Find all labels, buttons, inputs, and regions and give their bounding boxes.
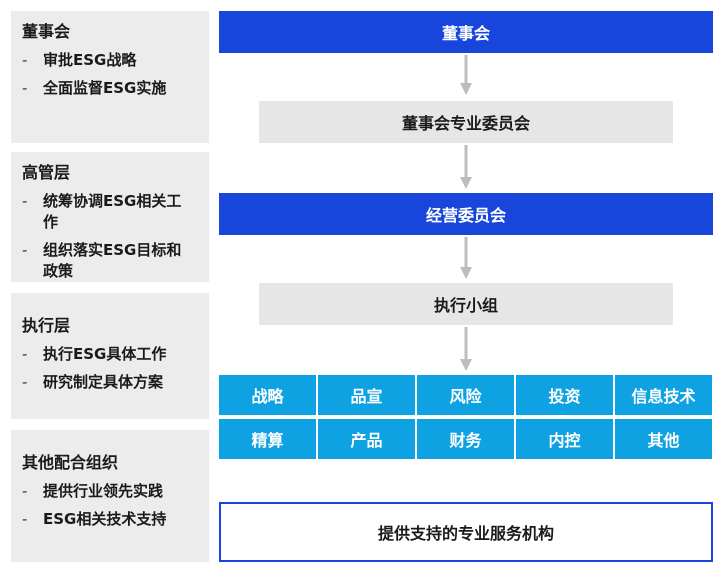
role-title: 执行层 [22, 316, 71, 335]
role-title: 其他配合组织 [22, 453, 119, 472]
role-panel-execution: 执行层 -执行ESG具体工作 -研究制定具体方案 [11, 293, 209, 419]
dash-marker: - [22, 79, 28, 97]
down-arrow-icon [460, 327, 472, 371]
role-item: -审批ESG战略 [22, 50, 199, 71]
role-panel-board: 董事会 -审批ESG战略 -全面监督ESG实施 [11, 11, 209, 143]
role-title: 董事会 [22, 22, 71, 41]
external-services-box: 提供支持的专业服务机构 [219, 502, 713, 562]
role-item-text: 执行ESG具体工作 [43, 345, 167, 363]
dash-marker: - [22, 482, 28, 500]
role-item-text: 审批ESG战略 [43, 51, 137, 69]
board-box: 董事会 [219, 11, 713, 53]
dash-marker: - [22, 241, 28, 259]
board-committee-box: 董事会专业委员会 [259, 101, 673, 143]
function-tile-risk: 风险 [417, 375, 514, 415]
function-tile-it: 信息技术 [615, 375, 712, 415]
role-item: -组织落实ESG目标和政策 [22, 240, 193, 282]
role-item: -统筹协调ESG相关工作 [22, 191, 193, 233]
dash-marker: - [22, 192, 28, 210]
role-item: -ESG相关技术支持 [22, 509, 199, 530]
down-arrow-icon [460, 55, 472, 95]
role-panel-other: 其他配合组织 -提供行业领先实践 -ESG相关技术支持 [11, 430, 209, 562]
role-item: -研究制定具体方案 [22, 372, 199, 393]
role-item-text: ESG相关技术支持 [43, 510, 167, 528]
function-tile-actuarial: 精算 [219, 419, 316, 459]
function-tile-internal-control: 内控 [516, 419, 613, 459]
down-arrow-icon [460, 237, 472, 279]
role-item-text: 提供行业领先实践 [43, 482, 164, 500]
working-group-box: 执行小组 [259, 283, 673, 325]
dash-marker: - [22, 345, 28, 363]
function-tile-strategy: 战略 [219, 375, 316, 415]
function-tile-branding: 品宣 [318, 375, 415, 415]
role-panel-senior-management: 高管层 -统筹协调ESG相关工作 -组织落实ESG目标和政策 [11, 152, 209, 282]
management-committee-box: 经营委员会 [219, 193, 713, 235]
role-item-text: 研究制定具体方案 [43, 373, 164, 391]
role-item-text: 统筹协调ESG相关工作 [43, 192, 182, 231]
dash-marker: - [22, 373, 28, 391]
role-item-text: 组织落实ESG目标和政策 [43, 241, 182, 280]
role-item: -全面监督ESG实施 [22, 78, 199, 99]
role-item-text: 全面监督ESG实施 [43, 79, 167, 97]
dash-marker: - [22, 51, 28, 69]
function-tile-investment: 投资 [516, 375, 613, 415]
function-tile-product: 产品 [318, 419, 415, 459]
role-item: -执行ESG具体工作 [22, 344, 199, 365]
function-tile-finance: 财务 [417, 419, 514, 459]
role-item: -提供行业领先实践 [22, 481, 199, 502]
dash-marker: - [22, 510, 28, 528]
down-arrow-icon [460, 145, 472, 189]
function-tile-other: 其他 [615, 419, 712, 459]
role-title: 高管层 [22, 163, 71, 182]
